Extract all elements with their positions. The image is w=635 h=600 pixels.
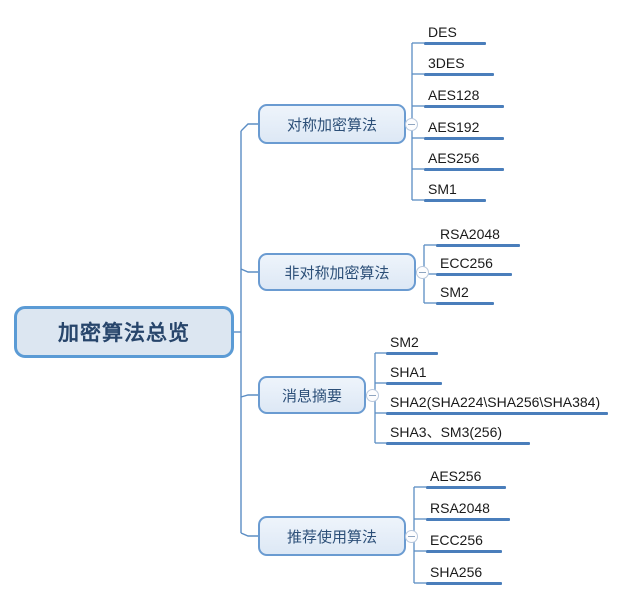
leaf-underline [426, 486, 506, 489]
leaf-label: RSA2048 [440, 226, 500, 242]
leaf-label: SHA256 [430, 564, 483, 580]
leaf-item[interactable]: AES128 [424, 87, 504, 108]
leaf-item[interactable]: SM1 [424, 181, 486, 202]
leaf-label: AES256 [428, 150, 480, 166]
leaf-label: SM2 [440, 284, 469, 300]
leaf-item[interactable]: SM2 [386, 334, 438, 355]
leaf-label: DES [428, 24, 457, 40]
leaf-label: ECC256 [430, 532, 483, 548]
leaf-label: SM2 [390, 334, 419, 350]
collapse-minus-icon-asymmetric[interactable] [416, 266, 429, 279]
leaf-item[interactable]: RSA2048 [426, 500, 510, 521]
leaf-underline [424, 137, 504, 140]
leaf-item[interactable]: SM2 [436, 284, 494, 305]
leaf-underline [386, 382, 442, 385]
leaf-underline [436, 244, 520, 247]
leaf-item[interactable]: SHA3、SM3(256) [386, 424, 530, 445]
branch-node-recommended[interactable]: 推荐使用算法 [258, 516, 406, 556]
leaf-underline [436, 273, 512, 276]
leaf-label: RSA2048 [430, 500, 490, 516]
leaf-label: SHA1 [390, 364, 427, 380]
leaf-item[interactable]: SHA1 [386, 364, 442, 385]
collapse-minus-icon-symmetric[interactable] [405, 118, 418, 131]
root-node[interactable]: 加密算法总览 [14, 306, 234, 358]
leaf-item[interactable]: DES [424, 24, 486, 45]
leaf-item[interactable]: AES192 [424, 119, 504, 140]
leaf-underline [424, 168, 504, 171]
leaf-underline [424, 73, 494, 76]
leaf-underline [424, 42, 486, 45]
branch-node-label: 消息摘要 [281, 387, 342, 405]
collapse-minus-icon-recommended[interactable] [405, 530, 418, 543]
collapse-minus-icon-message-digest[interactable] [366, 389, 379, 402]
branch-node-symmetric[interactable]: 对称加密算法 [258, 104, 406, 144]
leaf-label: 3DES [428, 55, 465, 71]
leaf-label: AES256 [430, 468, 482, 484]
leaf-item[interactable]: 3DES [424, 55, 494, 76]
leaf-underline [386, 442, 530, 445]
leaf-item[interactable]: AES256 [426, 468, 506, 489]
branch-node-label: 非对称加密算法 [284, 264, 390, 282]
leaf-item[interactable]: RSA2048 [436, 226, 520, 247]
branch-node-label: 对称加密算法 [286, 116, 377, 134]
root-node-label: 加密算法总览 [58, 322, 190, 345]
leaf-item[interactable]: SHA2(SHA224\SHA256\SHA384) [386, 394, 608, 415]
leaf-label: ECC256 [440, 255, 493, 271]
leaf-underline [424, 105, 504, 108]
leaf-underline [424, 199, 486, 202]
leaf-label: SHA2(SHA224\SHA256\SHA384) [390, 394, 601, 410]
leaf-label: AES128 [428, 87, 480, 103]
leaf-underline [436, 302, 494, 305]
branch-node-asymmetric[interactable]: 非对称加密算法 [258, 253, 416, 291]
leaf-underline [386, 412, 608, 415]
branch-node-message-digest[interactable]: 消息摘要 [258, 376, 366, 414]
leaf-underline [426, 550, 502, 553]
leaf-label: SHA3、SM3(256) [390, 424, 503, 440]
leaf-underline [386, 352, 438, 355]
leaf-item[interactable]: AES256 [424, 150, 504, 171]
leaf-item[interactable]: ECC256 [436, 255, 512, 276]
leaf-item[interactable]: ECC256 [426, 532, 502, 553]
leaf-item[interactable]: SHA256 [426, 564, 502, 585]
leaf-underline [426, 518, 510, 521]
leaf-label: AES192 [428, 119, 480, 135]
branch-node-label: 推荐使用算法 [286, 528, 377, 546]
leaf-underline [426, 582, 502, 585]
leaf-label: SM1 [428, 181, 457, 197]
